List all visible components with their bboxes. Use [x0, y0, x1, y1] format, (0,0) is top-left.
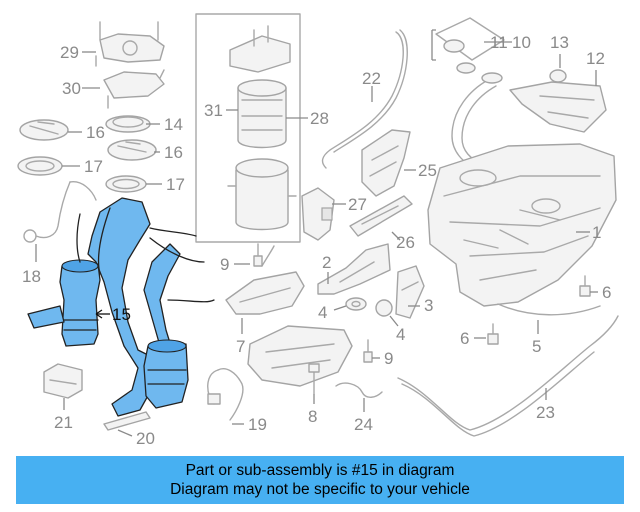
callout-16b: 16 [164, 143, 183, 162]
shield-part-3 [395, 265, 425, 319]
shield-part-27 [301, 187, 335, 241]
callout-17b: 17 [166, 175, 185, 194]
grommet-part-4a [345, 297, 367, 311]
callout-4b: 4 [396, 325, 405, 344]
callout-9a: 9 [220, 255, 229, 274]
exploded-parts-diagram: 1 2 3 4 4 5 6 6 7 8 9 9 10 11 12 13 14 1… [17, 13, 619, 448]
filler-neck-part-12 [509, 81, 607, 133]
filter-cap [229, 25, 291, 73]
fuel-line-part-5 [497, 303, 601, 316]
pump-flange-part-16b [107, 139, 157, 161]
skid-plate-part-7 [225, 245, 305, 315]
fuel-tank-part-1 [427, 143, 617, 307]
callout-5: 5 [532, 337, 541, 356]
info-banner: Part or sub-assembly is #15 in diagram D… [16, 456, 624, 504]
fuel-pump-assembly-part-15[interactable] [27, 197, 215, 417]
callout-23: 23 [536, 403, 555, 422]
callout-20: 20 [136, 429, 155, 448]
harness-part-19 [207, 368, 244, 421]
callout-6b: 6 [460, 329, 469, 348]
callout-6a: 6 [602, 283, 611, 302]
grommet-part-4b [375, 299, 393, 317]
callout-10-bracket [431, 29, 512, 61]
callout-19: 19 [248, 415, 267, 434]
callout-12: 12 [586, 49, 605, 68]
filter-housing [227, 158, 297, 231]
fuel-line-part-23 [397, 315, 619, 437]
pump-flange-part-16a [19, 119, 69, 141]
callout-2: 2 [322, 253, 331, 272]
callout-28: 28 [310, 109, 329, 128]
callout-29: 29 [60, 43, 79, 62]
callout-labels: 1 2 3 4 4 5 6 6 7 8 9 9 10 11 12 13 14 1… [22, 33, 611, 448]
grommet-part-13 [549, 69, 567, 83]
callout-9b: 9 [384, 349, 393, 368]
bracket-part-29 [95, 21, 165, 67]
vent-line-part-22 [321, 29, 408, 169]
callout-18: 18 [22, 267, 41, 286]
callout-21: 21 [54, 413, 73, 432]
banner-line-1: Part or sub-assembly is #15 in diagram [185, 462, 455, 479]
seal-ring-part-17b [105, 175, 147, 193]
bolt-part-6b [487, 323, 499, 345]
callout-15: 15 [112, 305, 131, 324]
callout-17a: 17 [84, 157, 103, 176]
callout-8: 8 [308, 407, 317, 426]
callout-7: 7 [236, 337, 245, 356]
bracket-part-30 [103, 69, 165, 109]
clip-part-20 [103, 411, 151, 431]
callout-10: 10 [512, 33, 531, 52]
callout-22: 22 [362, 69, 381, 88]
filter-frame-part-28 [195, 13, 301, 243]
bracket-part-26 [349, 195, 413, 237]
filter-element-part-31 [237, 79, 287, 149]
skid-plate-lower [247, 325, 353, 387]
heat-shield-part-25 [361, 129, 411, 197]
module-part-21 [43, 363, 83, 399]
hose-part-24 [335, 382, 383, 398]
banner-line-2: Diagram may not be specific to your vehi… [170, 481, 470, 498]
callout-3: 3 [424, 296, 433, 315]
callout-11: 11 [490, 33, 508, 52]
fuel-cap-part-11 [435, 17, 505, 74]
callout-24: 24 [354, 415, 373, 434]
callout-27: 27 [348, 195, 367, 214]
callout-26: 26 [396, 233, 415, 252]
callout-1: 1 [592, 223, 601, 242]
bolt-part-8 [308, 363, 320, 395]
callout-13: 13 [550, 33, 569, 52]
bracket-part-2 [317, 243, 391, 295]
callout-4a: 4 [318, 303, 327, 322]
seal-ring-part-17a [17, 156, 63, 176]
callout-25: 25 [418, 161, 437, 180]
callout-31: 31 [204, 101, 223, 120]
bolt-part-9b [363, 339, 373, 363]
callout-14: 14 [164, 115, 183, 134]
sensor-harness-part-18 [23, 181, 97, 243]
lock-ring-part-14 [105, 115, 151, 133]
bolt-part-6a [579, 275, 591, 297]
bolt-part-9a [253, 243, 263, 267]
leader-lines [35, 41, 598, 437]
callout-16a: 16 [86, 123, 105, 142]
callout-30: 30 [62, 79, 81, 98]
